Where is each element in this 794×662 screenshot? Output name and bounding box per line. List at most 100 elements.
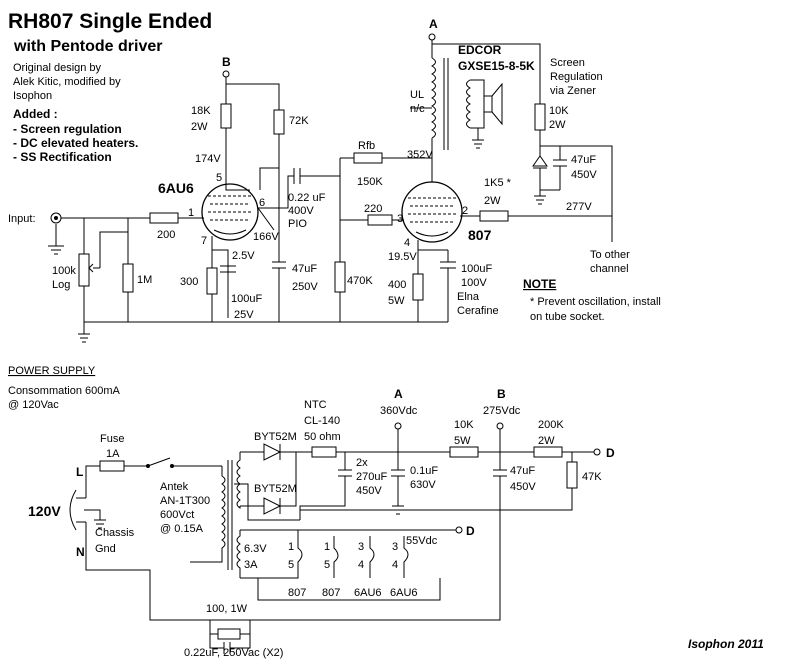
label-chassis-1: Chassis [95,527,135,539]
label-470k: 470K [347,275,373,287]
psu-node-a: A [394,387,403,401]
heater-807a-name: 807 [288,587,306,599]
heater-6au6b-pin-bot: 4 [392,559,398,571]
credit-line-2: Alek Kitic, modified by [13,76,121,88]
resistor-10k-screen [534,103,546,131]
note-line-2: on tube socket. [530,311,605,323]
heater-secondary [236,530,241,578]
label-47uf-psu: 47uF [510,465,535,477]
psu-consumption-2: @ 120Vac [8,399,59,411]
label-10k-screen-watt: 2W [549,119,566,131]
resistor-100-1w [217,628,241,640]
heater-807-a: 1 5 807 [258,530,306,599]
label-ntc-3: 50 ohm [304,431,341,443]
label-pot-type: Log [52,279,70,291]
label-100uf: 100uF [231,293,262,305]
resistor-18k [220,103,232,129]
pin-807-4: 4 [404,237,410,249]
volume-pot [78,253,90,287]
label-18k-watt: 2W [191,121,208,133]
heater-d-label: D [466,524,475,538]
label-screen-reg-2: Regulation [550,71,603,83]
hv-secondary [236,452,241,509]
label-807: 807 [468,227,492,243]
heater-807b-pin-bot: 5 [324,559,330,571]
power-supply-section: POWER SUPPLY Consommation 600mA @ 120Vac… [8,365,615,659]
primary-winding [430,57,436,139]
heater-6au6-a: 3 4 6AU6 [354,536,382,599]
label-807-cap-brand-2: Cerafine [457,305,499,317]
resistor-300 [206,267,218,295]
heater-6au6b-pin-top: 3 [392,541,398,553]
ntc-thermistor [311,446,337,458]
label-47k: 47K [582,471,602,483]
label-10k-psu-watt: 5W [454,435,471,447]
label-xfmr-1: Antek [160,481,189,493]
pin-807-2: 2 [462,205,468,217]
added-item-3: - SS Rectification [13,150,112,164]
label-100-1w: 100, 1W [206,603,248,615]
label-coupling-v: 400V [288,205,314,217]
label-xfmr-4: @ 0.15A [160,523,204,535]
speaker-icon [483,95,493,113]
pin-6au6-6: 6 [259,197,265,209]
label-1m: 1M [137,274,152,286]
resistor-10k-psu [449,446,479,458]
pin-6au6-5: 5 [216,172,222,184]
label-nc: n/c [410,103,425,115]
label-1k5-watt: 2W [484,195,501,207]
label-200: 200 [157,229,175,241]
amplifier-section: B 18K 2W 174V 72K 6AU6 5 1 6 7 166V Inpu… [8,17,661,343]
tube-807 [401,181,463,243]
label-fuse: Fuse [100,433,124,445]
psu-node-d: D [606,446,615,460]
node-b-terminal [222,70,230,78]
psu-node-b: B [497,387,506,401]
label-47uf: 47uF [292,263,317,275]
label-zener-cap: 47uF [571,154,596,166]
label-55v: 55Vdc [406,535,438,547]
voltage-166: 166V [253,231,279,243]
voltage-277: 277V [566,201,592,213]
label-10k-screen: 10K [549,105,569,117]
heater-807a-pin-bot: 5 [288,559,294,571]
label-275: 275Vdc [483,405,521,417]
resistor-200k [533,446,563,458]
label-ntc-1: NTC [304,399,327,411]
label-xfmr-2: AN-1T300 [160,495,210,507]
label-xfmr-3: 600Vct [160,509,194,521]
note-heading: NOTE [523,277,556,291]
label-1k5: 1K5 * [484,177,512,189]
resistor-1k5 [479,210,509,222]
heater-6au6a-name: 6AU6 [354,587,382,599]
label-150k: 150K [357,176,383,188]
label-fuse-rating: 1A [106,448,120,460]
fuse-1a [99,460,125,472]
label-807-cap: 100uF [461,263,492,275]
label-coupling-cap: 0.22 uF [288,192,326,204]
label-diode-2: BYT52M [254,483,297,495]
power-primary [190,466,226,563]
label-zener-cap-v: 450V [571,169,597,181]
label-chassis-2: Gnd [95,543,116,555]
label-edcor: EDCOR [458,43,502,57]
heater-d-terminal [455,526,463,534]
input-label: Input: [8,213,36,225]
resistor-47k [566,461,578,489]
added-heading: Added : [13,107,58,121]
pin-807-3: 3 [397,213,403,225]
label-ntc-2: CL-140 [304,415,340,427]
voltage-174: 174V [195,153,221,165]
psu-node-d-terminal [593,448,601,456]
voltage-2-5: 2.5V [232,250,255,262]
resistor-220 [367,214,393,226]
label-120v: 120V [28,503,61,519]
label-250v: 250V [292,281,318,293]
resistor-470k [334,261,346,293]
label-200k: 200K [538,419,564,431]
heater-807b-pin-top: 1 [324,541,330,553]
label-transformer-model: GXSE15-8-5K [458,59,535,73]
label-main-cap-1: 2x [356,457,368,469]
label-807-cap-v: 100V [461,277,487,289]
